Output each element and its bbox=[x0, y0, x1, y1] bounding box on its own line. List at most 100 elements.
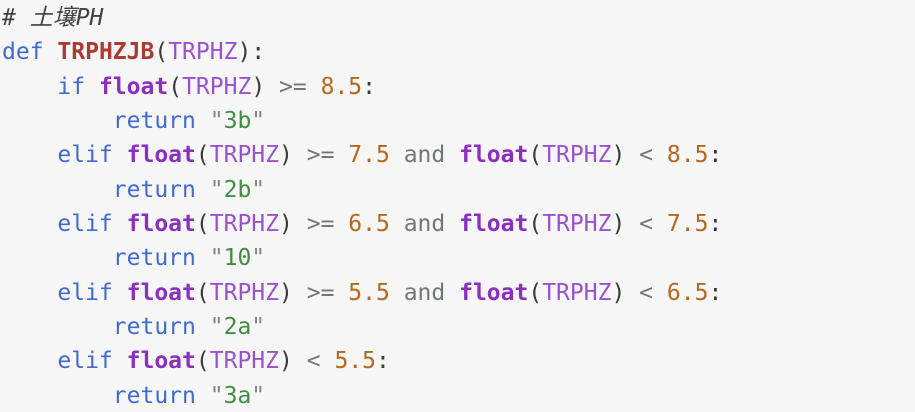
code-token-builtin: float bbox=[98, 73, 169, 100]
code-token-num: 5.5 bbox=[334, 348, 376, 375]
code-token-op: and bbox=[403, 210, 446, 237]
code-token-builtin: float bbox=[126, 142, 196, 169]
code-token-fn: TRPHZJB bbox=[57, 39, 155, 66]
code-token-punct: : bbox=[362, 73, 376, 100]
code-token-punct: ( bbox=[154, 39, 169, 66]
code-token-strq: " bbox=[209, 382, 224, 409]
code-token-var: TRPHZ bbox=[209, 279, 279, 306]
code-token-kw: elif bbox=[57, 279, 113, 306]
code-line: return "2b" bbox=[2, 173, 915, 207]
code-token-plain bbox=[390, 211, 404, 237]
code-token-op: and bbox=[403, 142, 446, 169]
code-token-plain bbox=[265, 74, 279, 100]
code-token-strq: " bbox=[251, 176, 266, 203]
code-token-punct: ( bbox=[195, 210, 210, 237]
code-token-plain bbox=[2, 245, 113, 271]
code-token-strq: " bbox=[251, 107, 266, 134]
code-token-var: TRPHZ bbox=[542, 142, 612, 169]
code-token-kw: elif bbox=[57, 210, 113, 237]
code-token-var: TRPHZ bbox=[209, 348, 279, 375]
code-token-var: TRPHZ bbox=[542, 210, 612, 237]
code-token-plain bbox=[390, 280, 404, 306]
code-token-punct: : bbox=[708, 210, 723, 237]
code-token-plain bbox=[625, 280, 639, 306]
code-token-kw: return bbox=[112, 245, 196, 272]
code-token-kw: return bbox=[112, 176, 196, 203]
code-token-kw: elif bbox=[57, 348, 113, 375]
code-token-num: 8.5 bbox=[666, 142, 709, 169]
code-token-builtin: float bbox=[459, 279, 529, 306]
code-token-var: TRPHZ bbox=[182, 73, 252, 100]
code-token-punct: ): bbox=[237, 39, 266, 66]
code-token-op: >= bbox=[306, 210, 335, 237]
code-token-num: 6.5 bbox=[348, 210, 390, 237]
code-token-op: < bbox=[639, 279, 654, 306]
code-token-punct: ( bbox=[195, 348, 210, 375]
code-token-punct: ( bbox=[528, 210, 543, 237]
code-token-plain bbox=[293, 280, 307, 306]
code-token-num: 7.5 bbox=[348, 142, 390, 169]
code-line: # 土壤PH bbox=[2, 1, 915, 35]
code-token-punct: : bbox=[708, 279, 723, 306]
code-token-builtin: float bbox=[126, 279, 196, 306]
code-token-var: TRPHZ bbox=[168, 39, 238, 66]
code-token-punct: ) bbox=[251, 73, 266, 100]
code-token-plain bbox=[2, 142, 57, 168]
code-token-str: 3a bbox=[223, 382, 252, 409]
code-token-plain bbox=[2, 383, 113, 409]
code-token-plain bbox=[293, 142, 307, 168]
code-token-op: >= bbox=[279, 73, 307, 100]
code-token-builtin: float bbox=[459, 142, 529, 169]
code-token-var: TRPHZ bbox=[209, 142, 279, 169]
code-token-strq: " bbox=[209, 107, 224, 134]
code-token-punct: ( bbox=[528, 279, 543, 306]
code-token-plain bbox=[2, 74, 57, 100]
code-line: return "3a" bbox=[2, 379, 915, 412]
code-token-plain bbox=[2, 177, 113, 203]
code-token-op: and bbox=[403, 279, 446, 306]
code-token-punct: ) bbox=[611, 279, 626, 306]
code-line: return "2a" bbox=[2, 310, 915, 344]
code-token-strq: " bbox=[251, 382, 266, 409]
code-token-punct: ) bbox=[611, 210, 626, 237]
code-token-plain bbox=[653, 280, 667, 306]
code-token-str: 3b bbox=[223, 107, 252, 134]
code-token-plain bbox=[625, 211, 639, 237]
code-token-punct: ) bbox=[279, 142, 293, 169]
code-token-punct: ) bbox=[611, 142, 626, 169]
code-token-kw: elif bbox=[57, 142, 113, 169]
code-token-plain bbox=[196, 314, 210, 340]
code-token-op: >= bbox=[306, 279, 335, 306]
code-token-num: 8.5 bbox=[320, 73, 363, 100]
code-token-punct: ) bbox=[279, 279, 293, 306]
code-token-plain bbox=[113, 348, 127, 374]
code-token-plain bbox=[196, 177, 210, 203]
code-token-strq: " bbox=[209, 176, 224, 203]
code-token-plain bbox=[2, 280, 57, 306]
code-token-plain bbox=[2, 108, 113, 134]
code-line: if float(TRPHZ) >= 8.5: bbox=[2, 70, 915, 104]
code-token-kw: return bbox=[112, 107, 196, 134]
code-token-plain bbox=[196, 108, 210, 134]
code-token-plain bbox=[390, 142, 404, 168]
code-token-op: >= bbox=[306, 142, 335, 169]
code-token-str: 2a bbox=[223, 313, 252, 340]
code-token-builtin: float bbox=[126, 348, 196, 375]
code-token-punct: ) bbox=[279, 348, 293, 375]
code-token-builtin: float bbox=[459, 210, 529, 237]
code-token-plain bbox=[334, 142, 348, 168]
code-line: return "3b" bbox=[2, 104, 915, 138]
code-line: return "10" bbox=[2, 241, 915, 275]
code-token-punct: ( bbox=[528, 142, 543, 169]
code-token-num: 6.5 bbox=[666, 279, 709, 306]
code-token-punct: ) bbox=[279, 210, 293, 237]
code-token-strq: " bbox=[251, 245, 266, 272]
code-token-plain bbox=[113, 142, 127, 168]
code-line: elif float(TRPHZ) >= 5.5 and float(TRPHZ… bbox=[2, 276, 915, 310]
code-token-kw: def bbox=[2, 39, 44, 66]
code-token-builtin: float bbox=[126, 210, 196, 237]
code-token-plain bbox=[196, 245, 210, 271]
code-token-num: 5.5 bbox=[348, 279, 390, 306]
code-token-plain bbox=[625, 142, 639, 168]
